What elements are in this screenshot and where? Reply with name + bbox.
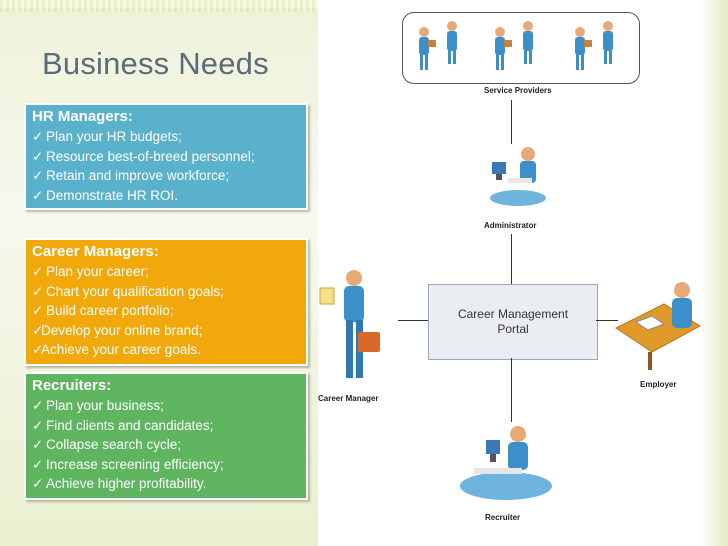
hr-managers-box: HR Managers: ✓Plan your HR budgets; ✓Res… [24, 103, 308, 210]
list-item: ✓Build career portfolio; [32, 301, 300, 321]
employer-figure [615, 282, 702, 370]
checkmark-icon: ✓ [32, 322, 44, 338]
checkmark-icon: ✓ [32, 398, 44, 413]
connector-line [511, 234, 512, 284]
list-item: ✓Plan your business; [32, 396, 300, 416]
checkmark-icon: ✓ [32, 187, 44, 203]
slide-title: Business Needs [42, 46, 269, 81]
connector-line [398, 320, 428, 321]
administrator-label: Administrator [484, 221, 537, 230]
career-managers-box: Career Managers: ✓Plan your career; ✓Cha… [24, 238, 308, 366]
list-item: ✓Develop your online brand; [32, 321, 300, 341]
list-item: ✓Collapse search cycle; [32, 435, 300, 455]
checkmark-icon: ✓ [32, 342, 44, 357]
career-management-portal: Career Management Portal [428, 284, 598, 360]
checkmark-icon: ✓ [32, 264, 44, 279]
list-item: ✓Find clients and candidates; [32, 416, 300, 436]
list-item: ✓Achieve higher profitability. [32, 474, 300, 494]
hr-managers-heading: HR Managers: [32, 108, 133, 125]
connector-line [511, 358, 512, 422]
right-edge-decoration [700, 0, 728, 546]
list-item: ✓Achieve your career goals. [32, 340, 300, 360]
list-item: ✓Retain and improve workforce; [32, 166, 300, 186]
recruiter-figure [460, 426, 552, 500]
list-item: ✓Resource best-of-breed personnel; [32, 147, 300, 167]
recruiters-box: Recruiters: ✓Plan your business; ✓Find c… [24, 372, 308, 500]
checkmark-icon: ✓ [32, 168, 44, 183]
career-managers-list: ✓Plan your career; ✓Chart your qualifica… [32, 262, 300, 360]
administrator-figure [490, 147, 546, 206]
list-item: ✓Chart your qualification goals; [32, 282, 300, 302]
checkmark-icon: ✓ [32, 148, 44, 164]
checkmark-icon: ✓ [32, 476, 44, 491]
list-item: ✓Increase screening efficiency; [32, 455, 300, 475]
list-item: ✓Plan your career; [32, 262, 300, 282]
service-provider-figures [419, 21, 613, 70]
recruiters-heading: Recruiters: [32, 377, 112, 394]
career-manager-figure [319, 270, 380, 378]
career-managers-heading: Career Managers: [32, 243, 159, 260]
service-providers-label: Service Providers [484, 86, 552, 95]
recruiters-list: ✓Plan your business; ✓Find clients and c… [32, 396, 300, 494]
connector-line [596, 320, 618, 321]
list-item: ✓Plan your HR budgets; [32, 127, 300, 147]
career-manager-label: Career Manager [318, 394, 379, 403]
checkmark-icon: ✓ [32, 303, 44, 318]
portal-label-line1: Career Management [457, 307, 569, 321]
checkmark-icon: ✓ [32, 417, 44, 433]
person-icon [419, 21, 457, 70]
recruiter-label: Recruiter [485, 513, 521, 522]
connector-line [511, 100, 512, 144]
checkmark-icon: ✓ [32, 456, 44, 472]
portal-label-line2: Portal [497, 322, 529, 336]
list-item: ✓Demonstrate HR ROI. [32, 186, 300, 206]
checkmark-icon: ✓ [32, 129, 44, 144]
checkmark-icon: ✓ [32, 283, 44, 299]
hr-managers-list: ✓Plan your HR budgets; ✓Resource best-of… [32, 127, 300, 205]
service-providers-group [402, 12, 640, 84]
employer-label: Employer [640, 380, 677, 389]
checkmark-icon: ✓ [32, 437, 44, 452]
